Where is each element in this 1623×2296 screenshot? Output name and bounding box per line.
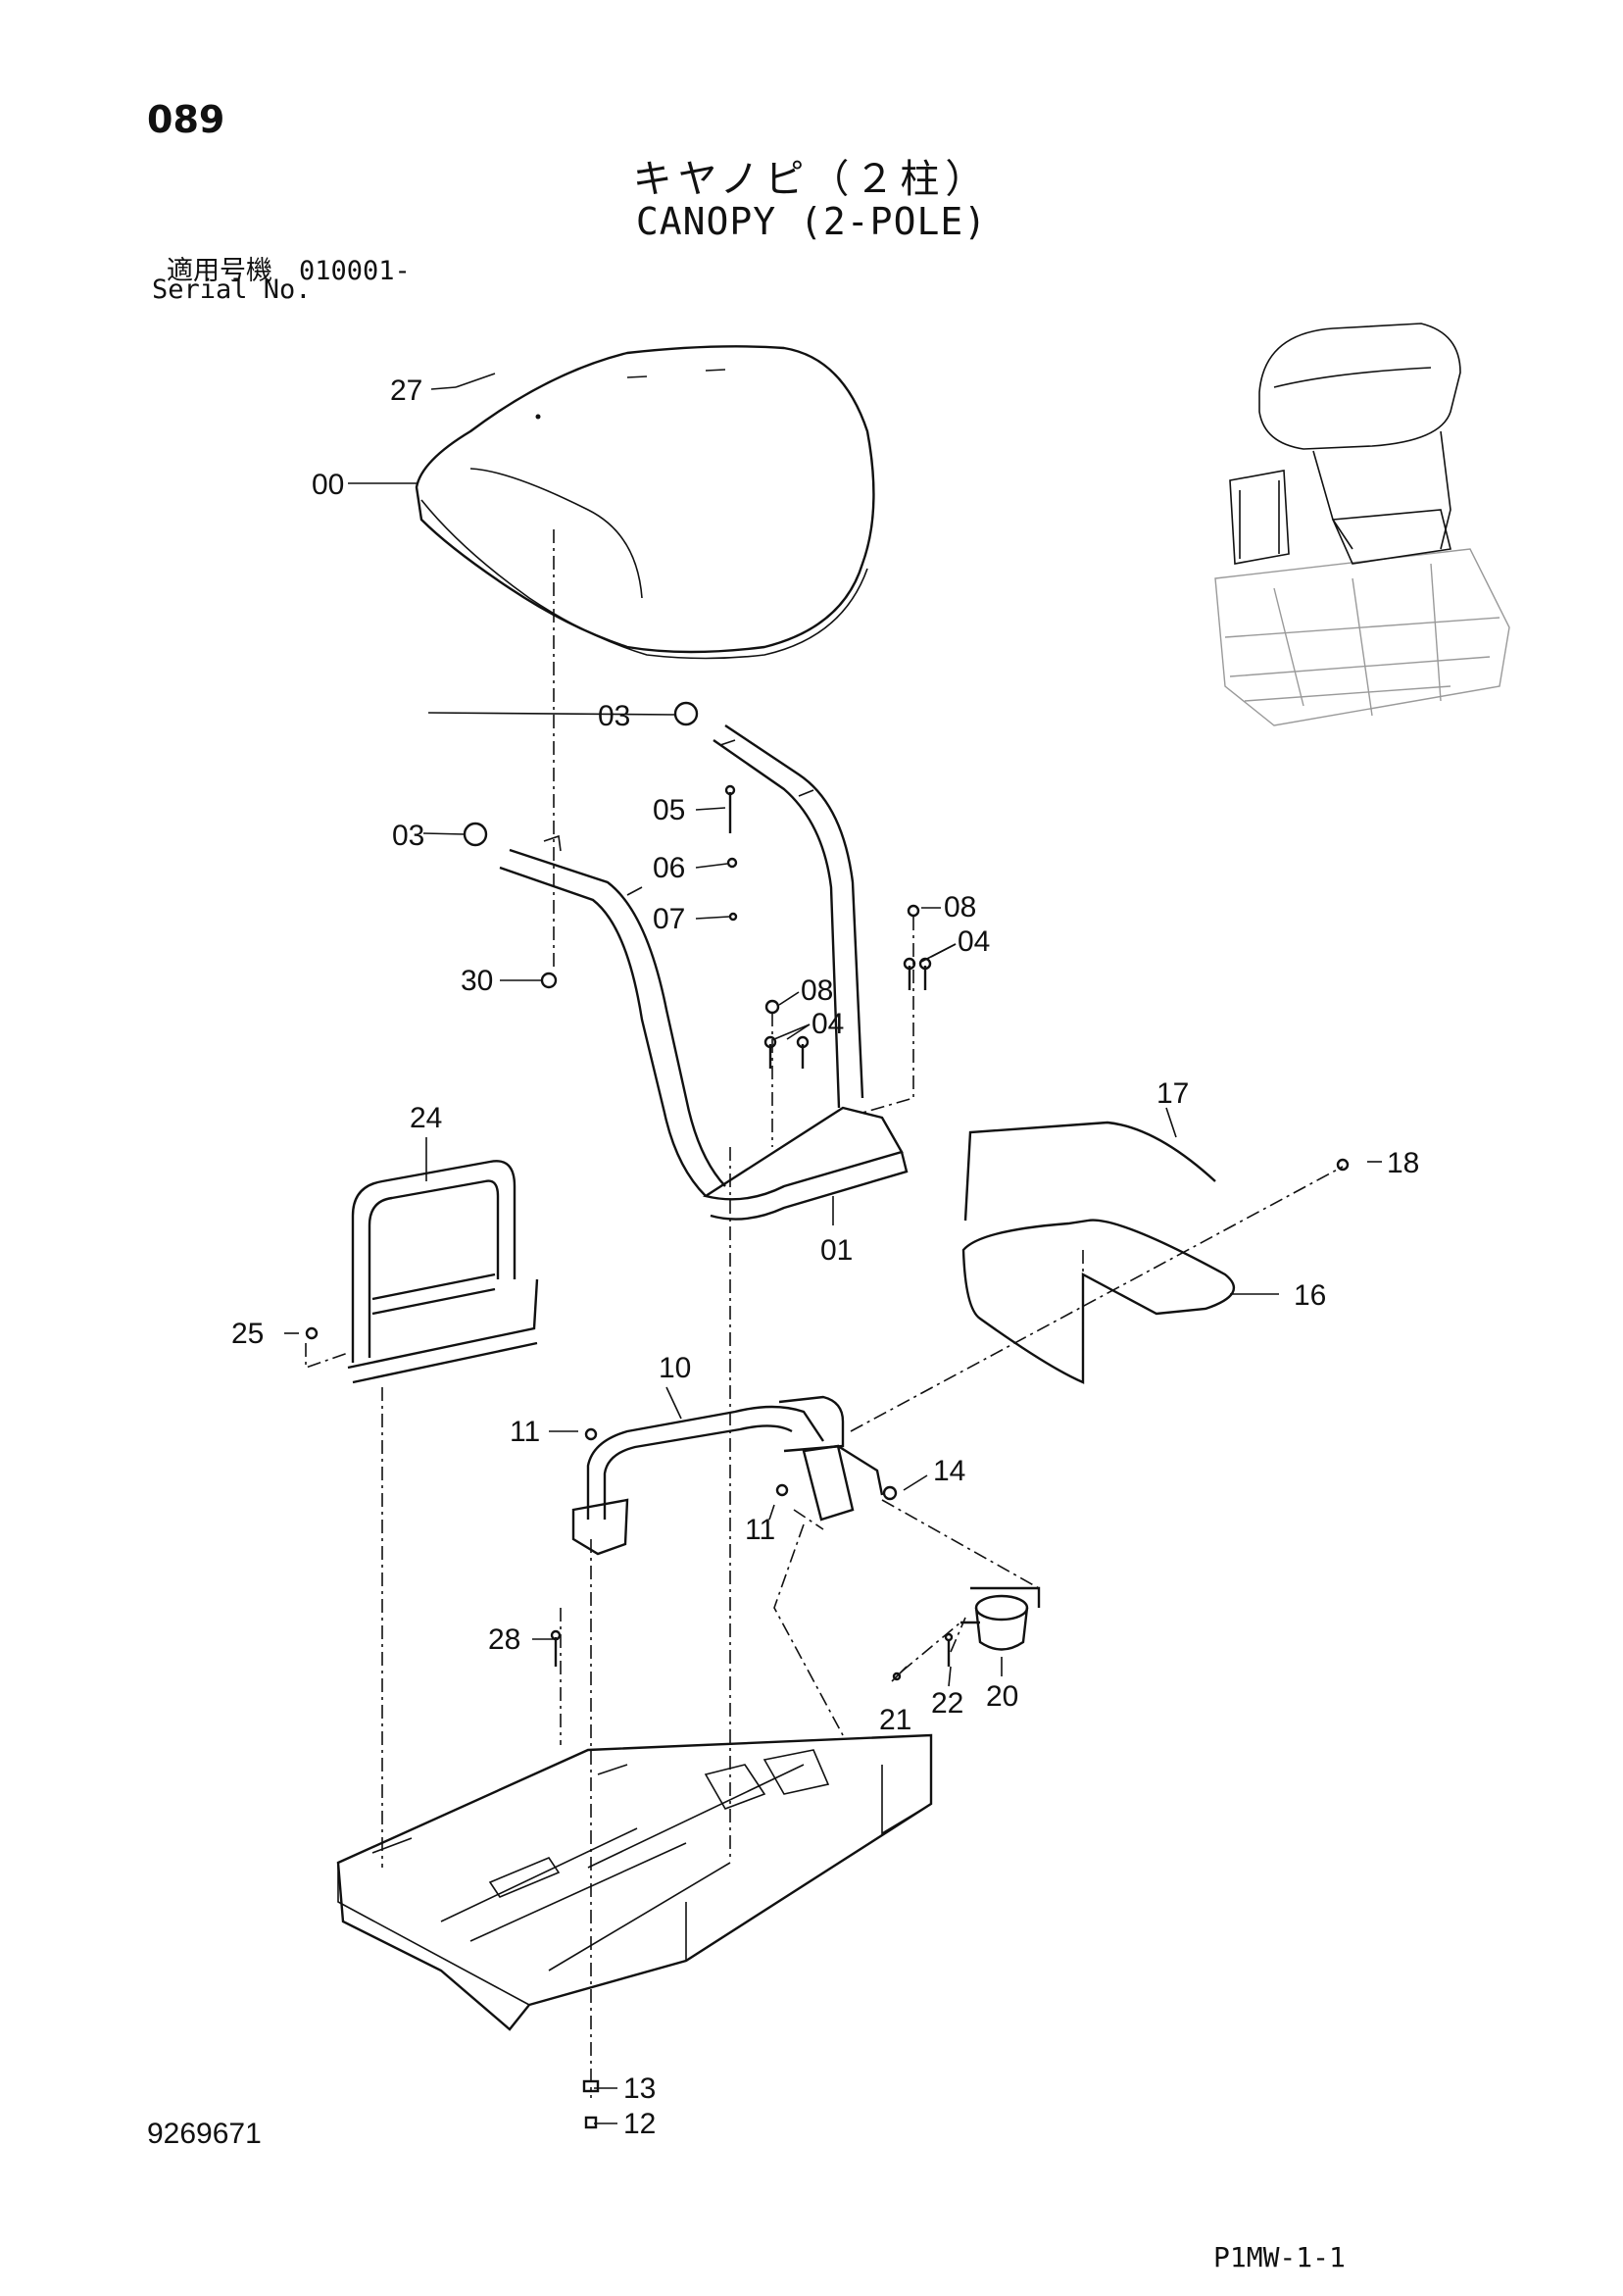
callout-04-left: 04: [812, 1008, 844, 1040]
callout-17: 17: [1156, 1077, 1189, 1110]
callout-12: 12: [623, 2108, 656, 2140]
serial-label-english: Serial No.: [152, 275, 312, 305]
rops-frame-01: [499, 724, 909, 1221]
callout-11-left: 11: [510, 1416, 540, 1448]
title-english: CANOPY (2-POLE): [635, 200, 988, 243]
cup-holder-20: [960, 1586, 1041, 1651]
bottom-hardware: [305, 1158, 1350, 2129]
callout-11-right: 11: [745, 1514, 775, 1546]
callout-01: 01: [820, 1234, 853, 1267]
callout-14: 14: [933, 1455, 965, 1487]
overview-thumbnail: [1214, 323, 1510, 726]
cover-plate-16: [961, 1219, 1236, 1384]
leader-lines: [284, 386, 1382, 2124]
callout-07: 07: [653, 903, 685, 935]
callout-25: 25: [231, 1318, 264, 1350]
alignment-lines: [305, 529, 1344, 2098]
callout-04-right: 04: [958, 925, 990, 958]
callout-13: 13: [623, 2072, 656, 2105]
callout-labels: 27 00 03 03 05 06 07 30 08 04 08 04 01 2…: [231, 374, 1419, 2140]
callout-24: 24: [410, 1102, 442, 1134]
callout-08-left: 08: [801, 974, 833, 1007]
handrail-10: [571, 1395, 884, 1556]
callout-20: 20: [986, 1680, 1018, 1713]
callout-30: 30: [461, 965, 493, 997]
callout-22: 22: [931, 1687, 963, 1720]
callout-03-upper: 03: [598, 700, 630, 732]
page-number: 089: [147, 98, 225, 141]
seal-strip-17: [963, 1121, 1216, 1222]
page-code: P1MW-1-1: [1213, 2241, 1346, 2273]
callout-16: 16: [1294, 1279, 1326, 1312]
callout-06: 06: [653, 852, 685, 884]
side-guard-24: [347, 1160, 539, 1384]
decal-27: [455, 373, 496, 388]
document-number: 9269671: [147, 2118, 262, 2150]
callout-10: 10: [659, 1352, 691, 1384]
callout-08-right: 08: [944, 891, 976, 923]
callout-05: 05: [653, 794, 685, 826]
rubber-mount-03-left: [463, 822, 488, 847]
serial-label-japanese: 適用号機 010001-: [167, 256, 411, 286]
canopy-roof: [415, 345, 875, 660]
callout-18: 18: [1387, 1147, 1419, 1179]
base-frame: [336, 1733, 933, 2031]
callout-03-lower: 03: [392, 820, 424, 852]
callout-00: 00: [312, 469, 344, 501]
rubber-mount-03-right: [673, 701, 699, 726]
callout-21: 21: [879, 1704, 911, 1736]
fasteners-stack: [540, 784, 932, 1069]
callout-28: 28: [488, 1623, 520, 1656]
title-japanese: キヤノピ（２柱）: [632, 157, 991, 202]
callout-27: 27: [390, 374, 422, 407]
